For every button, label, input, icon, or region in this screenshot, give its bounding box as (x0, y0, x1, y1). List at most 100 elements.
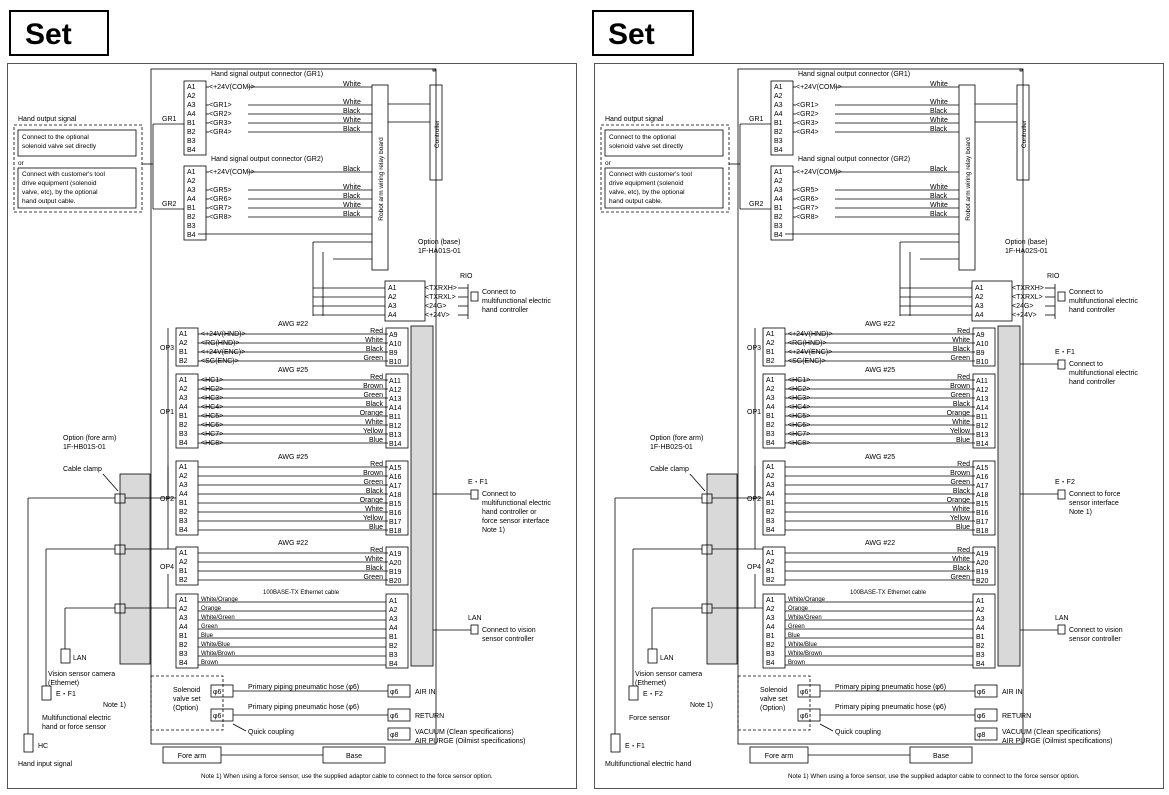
op1-signal: <HC3> (201, 395, 223, 402)
gr1-pin-label: A3 (774, 102, 783, 109)
lan-relay-pin: A3 (976, 616, 985, 623)
rio-connect-text: Connect to (1069, 289, 1103, 296)
rio-pin-label: A3 (388, 303, 397, 310)
op3-pin-label: B2 (766, 358, 775, 365)
gr1-connector-title: Hand signal output connector (GR1) (211, 71, 323, 78)
op1-pin-label: B4 (179, 440, 188, 447)
relay-column (410, 325, 434, 667)
op1-pin-label: B1 (179, 413, 188, 420)
op1-relay-pin: B13 (976, 432, 989, 439)
lan-wire-color: Blue (788, 633, 801, 639)
air-purge-label: AIR PURGE (Oilmist specifications) (1002, 738, 1112, 745)
op1-wire-color: Blue (369, 437, 383, 444)
left-bottom-terminal (23, 733, 34, 753)
op1-pin-label: B3 (766, 431, 775, 438)
lan-right-text: Connect to vision (1069, 627, 1123, 634)
op1-signal: <HC6> (201, 422, 223, 429)
gr1-pin-label: B2 (774, 129, 783, 136)
op2-wire-color: White (365, 506, 383, 513)
gr1-pin-label: A3 (187, 102, 196, 109)
op4-relay-connector (972, 546, 996, 586)
solenoid-text: Solenoid (173, 687, 200, 694)
op1-pin-label: A4 (766, 404, 775, 411)
lan-relay-pin: B3 (976, 652, 985, 659)
gr2-wire-color: Black (343, 166, 361, 173)
rio-pin-label: A1 (975, 285, 984, 292)
gr1-label: GR1 (162, 116, 177, 123)
left-bottom-desc: Multifunctional electric hand (605, 761, 691, 768)
gr2-signal: <GR7> (209, 205, 232, 212)
op2-pin-label: A2 (179, 473, 188, 480)
op2-pin-label: A3 (766, 482, 775, 489)
op2-pin-label: B3 (179, 518, 188, 525)
op4-label: OP4 (160, 564, 174, 571)
cable-clamp-label: Cable clamp (650, 466, 689, 473)
op3-wire-color: Black (953, 346, 971, 353)
op4-pin-label: A1 (179, 550, 188, 557)
phi6-right-label: φ6 (390, 689, 399, 696)
op4-wire-color: White (365, 556, 383, 563)
lan-pin-label: B3 (766, 651, 775, 658)
lan-pin-label: A3 (766, 615, 775, 622)
left-ef-terminal (41, 685, 52, 701)
op2-relay-pin: A16 (389, 474, 402, 481)
gr1-wire-color: White (343, 81, 361, 88)
fore-arm-shaded (119, 473, 151, 665)
op1-relay-pin: A13 (976, 396, 989, 403)
op2-relay-pin: B15 (389, 501, 402, 508)
op4-connector (762, 546, 786, 586)
lan-pin-label: B2 (766, 642, 775, 649)
option-base-model: 1F-HA02S-01 (1005, 248, 1048, 255)
gr2-pin-label: A3 (187, 187, 196, 194)
primary-hose-label: Primary piping pneumatic hose (φ6) (835, 704, 946, 711)
op1-pin-label: B2 (766, 422, 775, 429)
op2-wire-color: Green (364, 479, 384, 486)
air-in-label: AIR IN (415, 689, 436, 696)
option-fore-model: 1F-HB01S-01 (63, 444, 106, 451)
gr2-signal: <GR5> (209, 187, 232, 194)
gr2-signal: <+24V(COM)> (796, 169, 842, 176)
op1-relay-pin: A13 (389, 396, 402, 403)
op4-relay-pin: B19 (976, 569, 989, 576)
controller-box (1016, 84, 1030, 181)
ef-right2-title: E・F1 (468, 479, 488, 486)
phi6-label: φ6 (213, 689, 222, 696)
op3-relay-connector (385, 327, 409, 367)
rio-connect-text: hand controller (482, 307, 529, 314)
op2-wire-color: Yellow (363, 515, 384, 522)
rio-connect-text: Connect to (482, 289, 516, 296)
op3-relay-connector (972, 327, 996, 367)
ef-right2-terminal (1057, 489, 1066, 500)
op3-signal: <RG(HND)> (788, 340, 827, 347)
gr2-pin-label: A3 (774, 187, 783, 194)
op2-pin-label: A2 (766, 473, 775, 480)
return-label: RETURN (1002, 713, 1031, 720)
set-2-title: Set 2 (592, 10, 694, 97)
lan-wire-color: White/Green (201, 615, 235, 621)
cable-clamp-label: Cable clamp (63, 466, 102, 473)
op3-pin-label: A2 (766, 340, 775, 347)
lan-wire-color: Brown (201, 660, 218, 666)
lan-right-text: Connect to vision (482, 627, 536, 634)
gr1-wire-color: White (343, 99, 361, 106)
return-label: RETURN (415, 713, 444, 720)
phi8-right-box (974, 727, 998, 741)
lan-pin-label: B1 (766, 633, 775, 640)
op4-pin-label: A1 (766, 550, 775, 557)
phi8-right-label: φ8 (390, 732, 399, 739)
op3-pin-label: B1 (179, 349, 188, 356)
spacer (1019, 68, 1023, 72)
gr1-pin-label: B4 (774, 147, 783, 154)
lan-pin-label: A4 (179, 624, 188, 631)
gr2-signal: <GR6> (796, 196, 819, 203)
lan-relay-pin: A2 (389, 607, 398, 614)
op1-label: OP1 (160, 409, 174, 416)
ef-right1-terminal (1057, 359, 1066, 370)
op2-wire-color: Yellow (950, 515, 971, 522)
primary-hose-label: Primary piping pneumatic hose (φ6) (835, 684, 946, 691)
spacer (432, 68, 436, 72)
op3-signal: <SG(ENC)> (201, 358, 239, 365)
op1-relay-pin: B14 (976, 441, 989, 448)
